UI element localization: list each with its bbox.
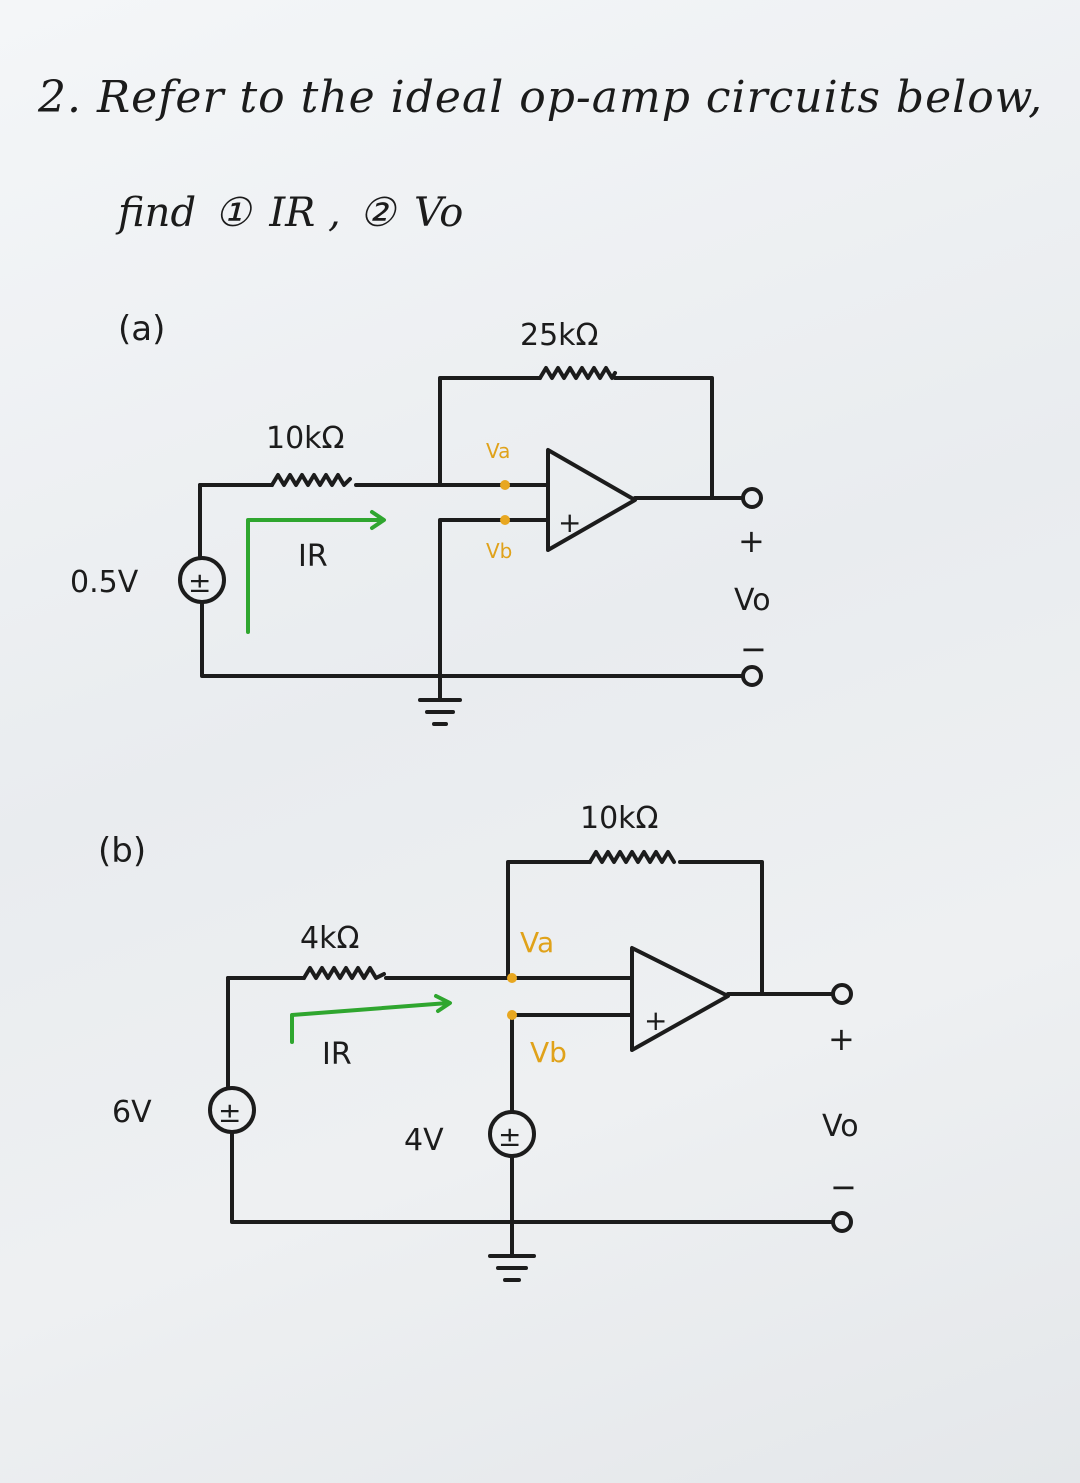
circuit-a-source-symbol: ±: [188, 566, 211, 599]
question-find-line: find ① IR , ② Vo: [118, 190, 469, 236]
circuit-b-input-resistor-label: 4kΩ: [300, 921, 359, 956]
circuit-a-output-terminal-minus: [741, 665, 763, 687]
circuit-a-input-resistor-label: 10kΩ: [266, 421, 344, 456]
circuit-b-output-terminal-minus: [831, 1211, 853, 1233]
circuit-b-node-b-dot: [507, 1010, 517, 1020]
circuit-a-opamp-triangle: [546, 448, 637, 552]
circuit-a-source-label: 0.5V: [70, 565, 139, 600]
circuit-a-input-resistor: [270, 473, 352, 487]
circuit-b-ground-icon: [488, 1254, 536, 1282]
circuit-b-output-terminal-plus: [831, 983, 853, 1005]
circuit-a-out-plus: +: [738, 522, 765, 560]
circuit-a-ground-icon: [418, 698, 462, 726]
circuit-a-bottom-wire: [200, 600, 744, 678]
circuit-b-current-label: IR: [322, 1037, 352, 1072]
circuit-a-node-b-label: Vb: [486, 539, 512, 563]
circuit-b-out-label: Vo: [822, 1109, 859, 1144]
circuit-b-out-plus: +: [828, 1020, 855, 1058]
circuit-b: (b) 10kΩ 4kΩ ± 6V ± 4V + Va Vb: [98, 801, 859, 1282]
item1-text: IR ,: [269, 190, 341, 236]
circuit-a-current-label: IR: [298, 539, 328, 574]
circuit-a: (a) 25kΩ 10kΩ ± 0.5V + Va Vb IR: [70, 309, 771, 726]
circuit-a-feedback-wire: [438, 376, 714, 498]
circuit-b-node-b-label: Vb: [530, 1036, 567, 1069]
circuit-b-input-resistor: [302, 966, 386, 980]
circuit-b-feedback-resistor: [588, 850, 676, 864]
item2-text: Vo: [414, 190, 464, 236]
circuit-b-bottom-wire: [230, 1130, 834, 1224]
circuit-b-label: (b): [98, 831, 146, 871]
circuit-a-node-a-label: Va: [486, 439, 510, 463]
circuit-a-feedback-resistor: [538, 366, 617, 380]
item2-marker: ②: [359, 190, 396, 236]
circuit-a-node-b-dot: [500, 515, 510, 525]
circuit-a-feedback-resistor-label: 25kΩ: [520, 318, 598, 353]
question-title: 2. Refer to the ideal op-amp circuits be…: [38, 72, 1044, 123]
circuit-b-opamp-plus: +: [644, 1004, 667, 1037]
circuit-b-source1-label: 6V: [112, 1095, 152, 1130]
circuit-b-out-minus: −: [830, 1168, 857, 1206]
circuit-a-out-minus: −: [740, 630, 767, 668]
circuit-a-current-arrow: [246, 510, 386, 634]
circuit-b-source2-label: 4V: [404, 1123, 444, 1158]
circuit-a-noninv-wire: [438, 518, 550, 702]
circuit-a-opamp-plus: +: [558, 506, 581, 539]
circuit-a-out-label: Vo: [734, 583, 771, 618]
circuit-b-feedback-resistor-label: 10kΩ: [580, 801, 658, 836]
circuit-b-opamp-triangle: [630, 946, 730, 1052]
circuit-b-current-arrow: [290, 994, 452, 1044]
circuit-b-node-a-label: Va: [520, 926, 554, 959]
circuit-b-source1-symbol: ±: [218, 1096, 241, 1129]
circuit-b-source2-symbol: ±: [498, 1120, 521, 1153]
circuit-b-node-a-dot: [507, 973, 517, 983]
item1-marker: ①: [214, 190, 251, 236]
find-word: find: [118, 190, 197, 236]
circuit-a-node-a-dot: [500, 480, 510, 490]
circuit-a-output-terminal-plus: [741, 487, 763, 509]
circuit-a-label: (a): [118, 309, 165, 349]
circuit-b-feedback-wire: [506, 860, 764, 996]
